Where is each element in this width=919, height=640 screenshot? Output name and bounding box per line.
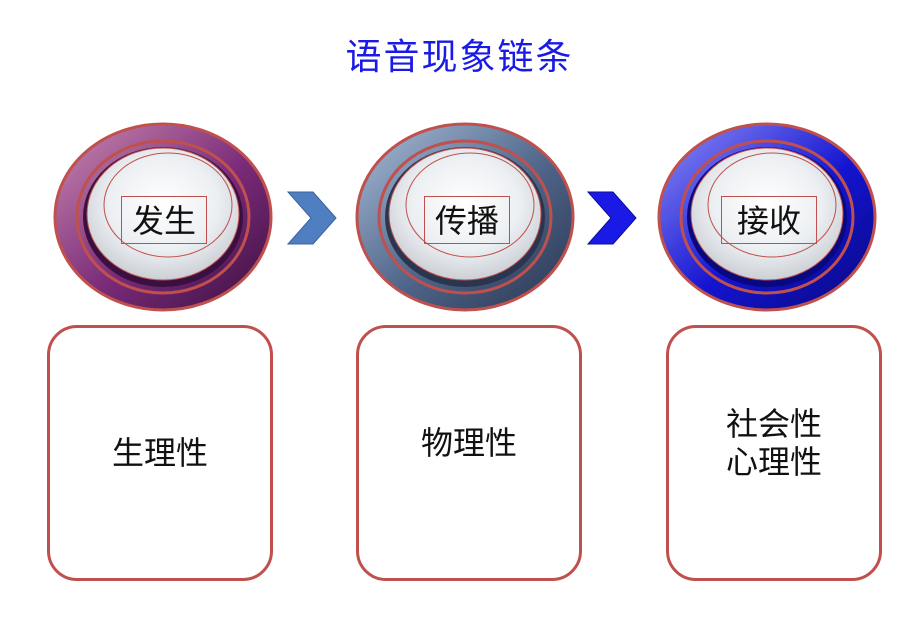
card-text-3: 社会性 心理性 xyxy=(725,405,822,481)
stage-node-2 xyxy=(355,122,575,312)
stage-card-3: 社会性 心理性 xyxy=(666,325,882,581)
chevron-arrow-2 xyxy=(586,191,637,245)
stage-node-3 xyxy=(657,122,877,312)
stage-card-1: 生理性 xyxy=(47,325,273,581)
chevron-arrow-1 xyxy=(286,191,337,245)
stage-node-1 xyxy=(53,122,273,312)
diagram-title: 语音现象链条 xyxy=(345,37,574,78)
stage-label-2: 传播 xyxy=(424,196,510,244)
card-text-2: 物理性 xyxy=(420,424,517,462)
stage-label-1: 发生 xyxy=(121,196,207,244)
stage-label-3: 接收 xyxy=(721,196,817,244)
card-text-1: 生理性 xyxy=(111,434,208,472)
stage-card-2: 物理性 xyxy=(356,325,582,581)
